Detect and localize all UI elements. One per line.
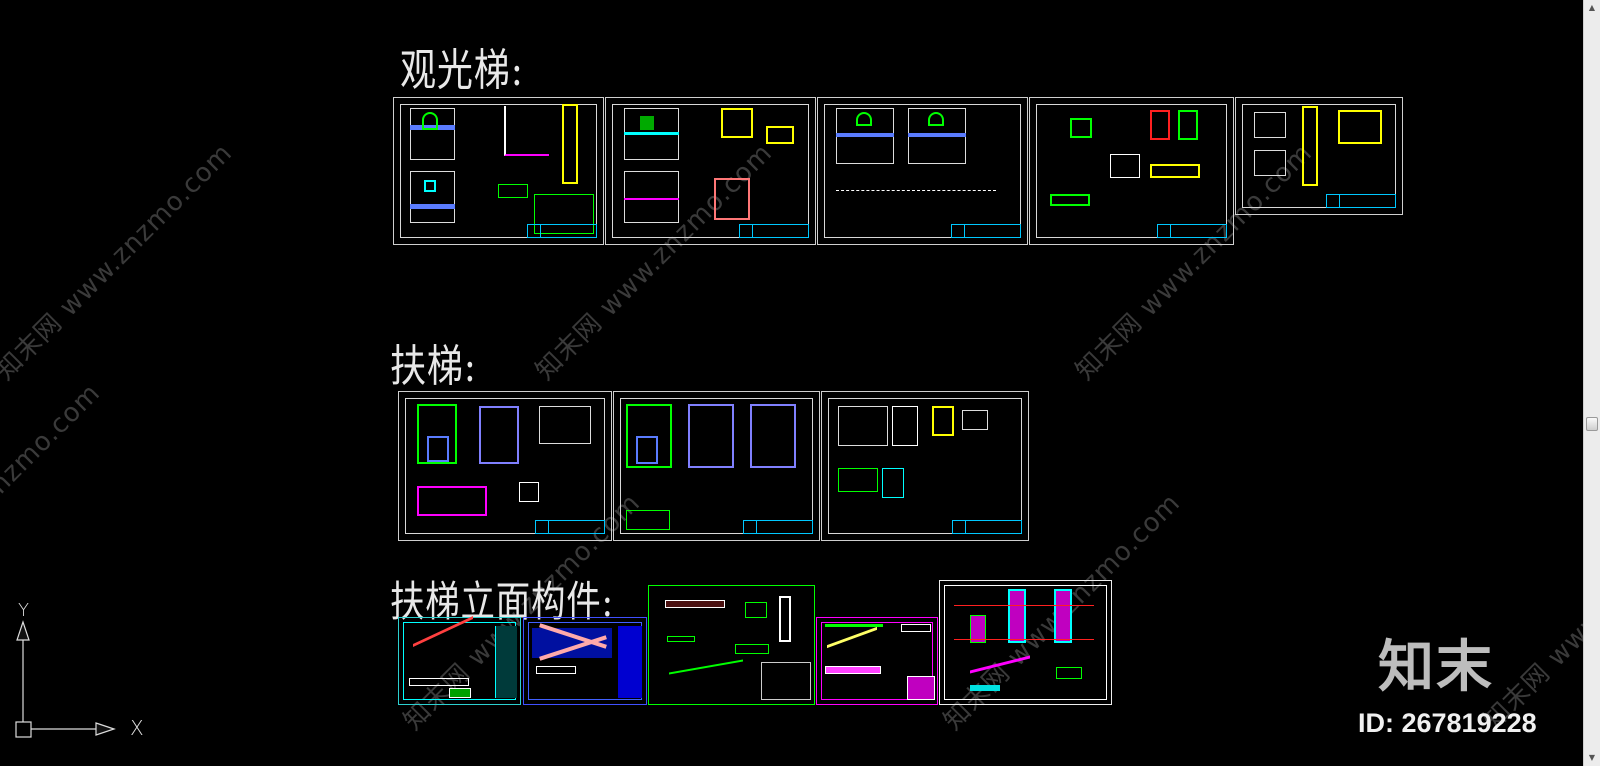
drawing-sheet[interactable] — [821, 391, 1029, 541]
ucs-y-label: Y — [18, 600, 29, 621]
drawing-sheet[interactable] — [523, 617, 647, 705]
drawing-sheet[interactable] — [613, 391, 820, 541]
vertical-scrollbar[interactable]: ▲ ▼ — [1583, 0, 1600, 766]
ucs-icon: Y X — [14, 600, 154, 750]
drawing-sheet[interactable] — [817, 97, 1028, 245]
section-title-sightseeing-elevator: 观光梯: — [400, 45, 524, 96]
brand-id-label: ID: 267819228 — [1358, 708, 1537, 738]
scroll-up-arrow-icon[interactable]: ▲ — [1588, 3, 1596, 12]
drawing-sheet[interactable] — [939, 580, 1112, 705]
drawing-sheet[interactable] — [398, 616, 521, 705]
brand-logo: 知末 — [1378, 635, 1494, 700]
drawing-sheet[interactable] — [648, 585, 815, 705]
drawing-sheet[interactable] — [605, 97, 816, 245]
watermark: 知末网 www.znzmo.com — [0, 137, 239, 387]
drawing-sheet[interactable] — [1235, 97, 1403, 215]
section-title-escalator: 扶梯: — [390, 341, 477, 392]
drawing-sheet[interactable] — [393, 97, 604, 245]
scroll-down-arrow-icon[interactable]: ▼ — [1588, 753, 1596, 762]
drawing-sheet[interactable] — [1029, 97, 1234, 245]
watermark: 知末网 www.znzmo.com — [0, 377, 107, 626]
scrollbar-thumb[interactable] — [1586, 417, 1598, 431]
drawing-sheet[interactable] — [398, 391, 612, 541]
ucs-x-label: X — [130, 716, 144, 740]
drawing-sheet[interactable] — [816, 617, 938, 705]
